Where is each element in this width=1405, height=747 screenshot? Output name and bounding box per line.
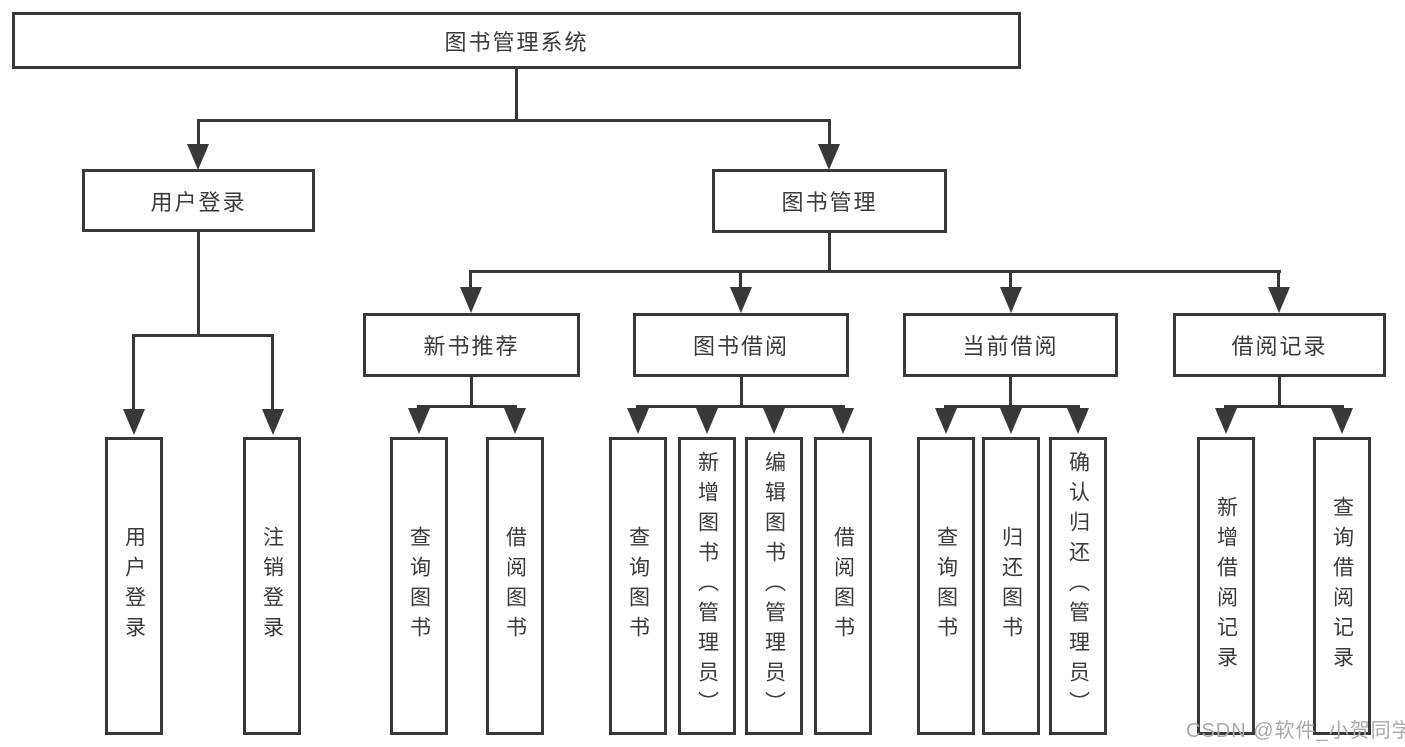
connector-line: [944, 405, 1080, 408]
arrow-down-icon: [696, 408, 718, 434]
arrow-down-icon: [262, 409, 284, 435]
node-label: 新增借阅记录: [1214, 496, 1238, 676]
connector-line: [1224, 405, 1344, 408]
node-label: 借阅图书: [831, 526, 855, 646]
node-label: 用户登录: [150, 189, 247, 215]
arrow-down-icon: [187, 144, 209, 170]
leaf-edit-book-admin: 编辑图书（管理员）: [745, 437, 803, 735]
node-label: 查询图书: [626, 526, 650, 646]
node-label: 当前借阅: [962, 334, 1059, 359]
arrow-down-icon: [935, 408, 957, 434]
connector-line: [132, 336, 135, 410]
arrow-down-icon: [123, 409, 145, 435]
node-label: 借阅记录: [1231, 334, 1328, 359]
connector-line: [469, 270, 1281, 273]
connector-line: [417, 405, 517, 408]
arrow-down-icon: [1331, 408, 1353, 434]
arrow-down-icon: [730, 287, 752, 313]
connector-line: [197, 119, 831, 122]
arrow-down-icon: [1215, 408, 1237, 434]
connector-line: [197, 232, 200, 337]
node-label: 编辑图书（管理员）: [762, 451, 786, 721]
leaf-confirm-return-admin: 确认归还（管理员）: [1049, 437, 1107, 735]
arrow-down-icon: [1067, 408, 1089, 434]
connector-line: [515, 69, 518, 121]
connector-line: [271, 336, 274, 410]
node-label: 用户登录: [122, 526, 146, 646]
arrow-down-icon: [763, 408, 785, 434]
connector-line: [636, 405, 845, 408]
connector-line: [1277, 272, 1280, 289]
node-label: 查询图书: [934, 526, 958, 646]
connector-line: [469, 272, 472, 289]
node-book-management-system: 图书管理系统: [12, 12, 1021, 69]
connector-line: [828, 121, 831, 146]
watermark-text: CSDN @软件_小贺同学: [1186, 720, 1405, 742]
arrow-down-icon: [818, 144, 840, 170]
connector-line: [1278, 377, 1281, 408]
node-label: 图书管理系统: [444, 29, 589, 55]
arrow-down-icon: [460, 287, 482, 313]
node-label: 归还图书: [999, 526, 1023, 646]
connector-line: [1009, 272, 1012, 289]
node-label: 注销登录: [260, 526, 284, 646]
leaf-logout: 注销登录: [243, 437, 301, 735]
connector-line: [132, 334, 274, 337]
arrow-down-icon: [408, 408, 430, 434]
node-label: 新书推荐: [423, 334, 520, 359]
connector-line: [470, 377, 473, 408]
node-book-management: 图书管理: [712, 169, 947, 233]
arrow-down-icon: [504, 408, 526, 434]
leaf-query-books-current: 查询图书: [917, 437, 975, 735]
node-label: 确认归还（管理员）: [1066, 451, 1090, 721]
connector-line: [739, 272, 742, 289]
arrow-down-icon: [627, 408, 649, 434]
arrow-down-icon: [1000, 287, 1022, 313]
node-label: 新增图书（管理员）: [695, 451, 719, 721]
leaf-query-borrow-record: 查询借阅记录: [1313, 437, 1371, 735]
connector-line: [828, 233, 831, 273]
node-label: 查询借阅记录: [1330, 496, 1354, 676]
arrow-down-icon: [1000, 408, 1022, 434]
node-label: 图书借阅: [692, 334, 789, 359]
leaf-borrow-books-recommendation: 借阅图书: [486, 437, 544, 735]
connector-line: [1009, 377, 1012, 408]
arrow-down-icon: [832, 408, 854, 434]
node-book-borrowing: 图书借阅: [633, 313, 849, 377]
node-label: 查询图书: [407, 526, 431, 646]
leaf-user-login: 用户登录: [105, 437, 163, 735]
connector-line: [740, 377, 743, 408]
leaf-query-books-recommendation: 查询图书: [390, 437, 448, 735]
node-borrowing-records: 借阅记录: [1173, 313, 1386, 377]
connector-line: [197, 121, 200, 146]
node-current-borrowing: 当前借阅: [903, 313, 1118, 377]
leaf-add-borrow-record: 新增借阅记录: [1197, 437, 1255, 735]
node-new-book-recommendation: 新书推荐: [363, 313, 580, 377]
leaf-query-books-borrowing: 查询图书: [609, 437, 667, 735]
leaf-borrow-book: 借阅图书: [814, 437, 872, 735]
leaf-return-book: 归还图书: [982, 437, 1040, 735]
node-label: 借阅图书: [503, 526, 527, 646]
node-label: 图书管理: [781, 190, 878, 215]
leaf-add-book-admin: 新增图书（管理员）: [678, 437, 736, 735]
node-user-login: 用户登录: [82, 169, 315, 232]
arrow-down-icon: [1268, 287, 1290, 313]
